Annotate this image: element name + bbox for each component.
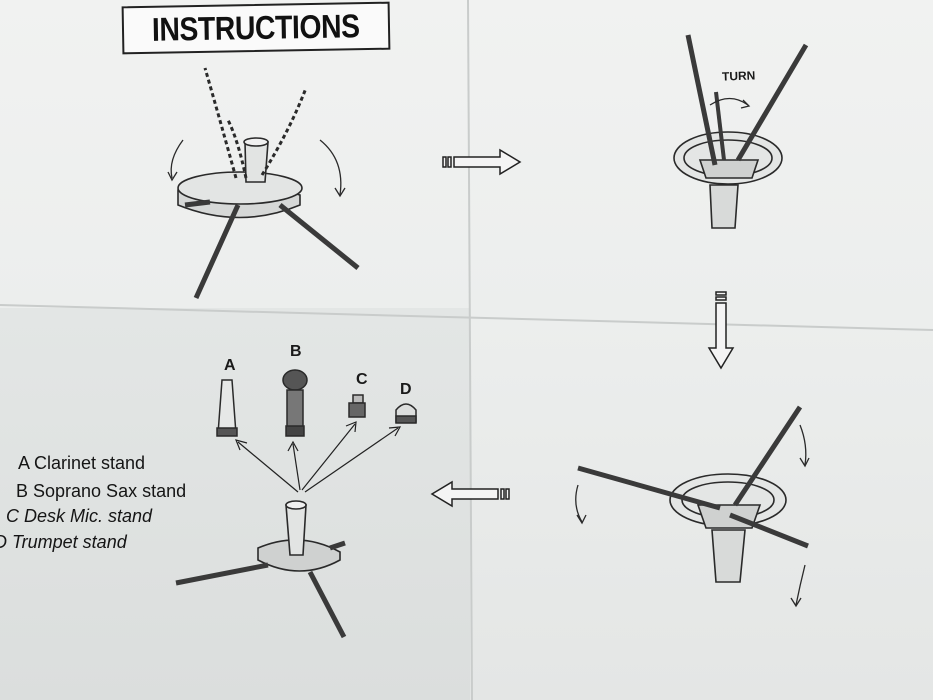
legend-item-clarinet: A Clarinet stand <box>18 453 146 473</box>
legend-item-soprano-sax: B Soprano Sax stand <box>16 481 187 501</box>
arrow-right-icon <box>442 148 522 176</box>
part-letter-a: A <box>224 357 236 374</box>
part-arrows <box>234 421 402 493</box>
part-letter-c: C <box>356 371 368 388</box>
step3-unfolded-stand <box>575 405 810 608</box>
turn-label: TURN <box>721 68 756 84</box>
part-letter-d: D <box>400 381 412 398</box>
instructions-title-box: INSTRUCTIONS <box>121 1 391 55</box>
step2-turn-stand <box>673 34 809 229</box>
legend-item-trumpet: D Trumpet stand <box>0 532 127 552</box>
step1-folded-stand <box>167 67 360 300</box>
page-title: INSTRUCTIONS <box>151 7 361 48</box>
part-d-trumpet-cone <box>395 403 417 424</box>
part-letter-b: B <box>290 343 302 360</box>
legend-item-desk-mic: C Desk Mic. stand <box>6 506 153 526</box>
part-c-mic-adapter <box>348 394 366 418</box>
fold-shading <box>0 308 470 700</box>
step4-base-stand <box>175 500 347 639</box>
part-b-soprano-sax-peg <box>282 369 308 437</box>
arrow-left-icon <box>430 480 510 508</box>
part-a-clarinet-peg <box>216 379 238 437</box>
arrow-down-icon <box>707 291 735 370</box>
